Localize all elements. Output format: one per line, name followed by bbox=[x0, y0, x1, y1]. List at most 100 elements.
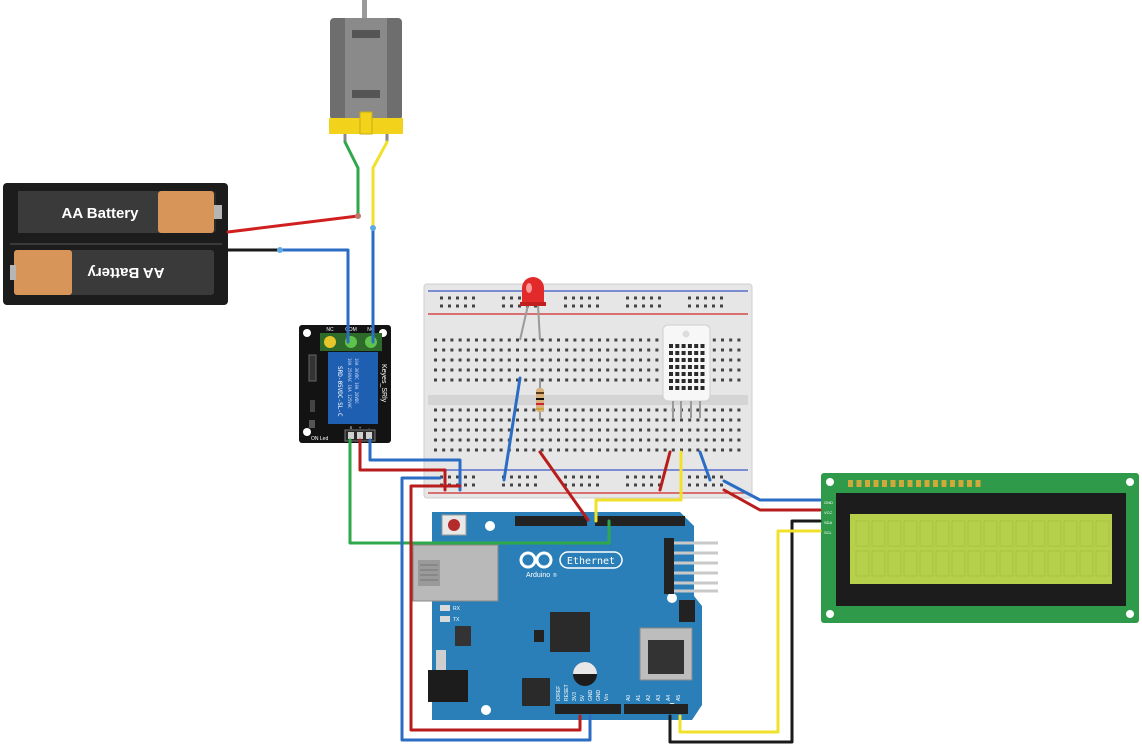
breadboard-hole bbox=[655, 438, 659, 442]
breadboard-hole bbox=[647, 408, 651, 412]
svg-text:RESET: RESET bbox=[564, 684, 570, 701]
breadboard-hole bbox=[440, 304, 443, 308]
breadboard-hole bbox=[548, 368, 552, 372]
breadboard-hole bbox=[688, 428, 692, 432]
breadboard-hole bbox=[712, 348, 716, 352]
breadboard-hole bbox=[507, 338, 511, 342]
breadboard-hole bbox=[680, 428, 683, 432]
breadboard-hole bbox=[647, 348, 651, 352]
wire-battery-relay-blue bbox=[278, 248, 350, 344]
breadboard-hole bbox=[540, 378, 544, 382]
breadboard-hole bbox=[472, 304, 475, 308]
breadboard-hole bbox=[557, 338, 560, 342]
breadboard-hole bbox=[581, 338, 585, 342]
breadboard-hole bbox=[729, 448, 733, 452]
breadboard-hole bbox=[499, 338, 503, 342]
breadboard-hole bbox=[663, 408, 667, 412]
breadboard-hole bbox=[499, 438, 503, 442]
breadboard-hole bbox=[588, 296, 591, 300]
breadboard-hole bbox=[721, 438, 724, 442]
breadboard-hole bbox=[557, 368, 560, 372]
breadboard-hole bbox=[589, 448, 593, 452]
lcd-cell bbox=[1079, 550, 1094, 577]
breadboard-hole bbox=[450, 428, 454, 432]
breadboard-hole bbox=[442, 418, 446, 422]
breadboard-hole bbox=[663, 418, 667, 422]
breadboard-hole bbox=[658, 296, 661, 300]
breadboard-hole bbox=[466, 368, 470, 372]
breadboard-hole bbox=[688, 483, 691, 487]
breadboard-hole bbox=[658, 483, 661, 487]
breadboard-hole bbox=[507, 428, 511, 432]
dht-vent-slot bbox=[687, 372, 692, 376]
breadboard-hole bbox=[639, 408, 642, 412]
breadboard-hole bbox=[630, 378, 634, 382]
breadboard-hole bbox=[614, 378, 618, 382]
breadboard-hole bbox=[464, 483, 467, 487]
dht-vent-slot bbox=[700, 365, 705, 369]
breadboard-hole bbox=[466, 408, 470, 412]
breadboard-hole bbox=[581, 418, 585, 422]
svg-text:A2: A2 bbox=[646, 695, 652, 701]
breadboard-hole bbox=[565, 418, 569, 422]
breadboard-hole bbox=[647, 438, 651, 442]
breadboard-hole bbox=[475, 418, 478, 422]
breadboard-hole bbox=[639, 418, 642, 422]
breadboard-hole bbox=[573, 448, 577, 452]
junction-dot bbox=[370, 225, 376, 231]
breadboard-hole bbox=[606, 408, 610, 412]
breadboard-hole bbox=[729, 368, 733, 372]
breadboard-hole bbox=[450, 348, 454, 352]
breadboard-hole bbox=[466, 418, 470, 422]
breadboard-hole bbox=[540, 428, 544, 432]
breadboard-hole bbox=[448, 304, 451, 308]
breadboard-hole bbox=[671, 428, 675, 432]
wire-lcd-vcc-red bbox=[722, 488, 822, 512]
breadboard-hole bbox=[650, 475, 653, 479]
breadboard-hole bbox=[491, 428, 495, 432]
breadboard-hole bbox=[540, 348, 544, 352]
svg-text:Vin: Vin bbox=[604, 694, 610, 701]
breadboard-hole bbox=[491, 378, 495, 382]
breadboard-hole bbox=[475, 408, 478, 412]
breadboard-hole bbox=[622, 448, 626, 452]
breadboard-hole bbox=[737, 448, 741, 452]
breadboard-hole bbox=[650, 304, 653, 308]
breadboard-hole bbox=[581, 438, 585, 442]
breadboard-hole bbox=[588, 304, 591, 308]
rx-label: RX bbox=[453, 606, 461, 612]
relay-pin-minus: - bbox=[368, 425, 370, 430]
dht-vent-slot bbox=[681, 344, 686, 348]
breadboard-hole bbox=[491, 368, 495, 372]
relay-ratings-2: 10A 30VDC 10A 28VDC bbox=[354, 358, 359, 404]
breadboard-hole bbox=[614, 368, 618, 372]
breadboard-hole bbox=[518, 475, 521, 479]
dht-vent-slot bbox=[681, 351, 686, 355]
breadboard-hole bbox=[483, 348, 487, 352]
breadboard-hole bbox=[434, 418, 437, 422]
breadboard-hole bbox=[729, 338, 733, 342]
breadboard-hole bbox=[650, 296, 653, 300]
breadboard-hole bbox=[655, 348, 659, 352]
breadboard-hole bbox=[532, 348, 536, 352]
breadboard-hole bbox=[598, 338, 601, 342]
breadboard-hole bbox=[671, 438, 675, 442]
breadboard-hole bbox=[573, 428, 577, 432]
breadboard-hole bbox=[450, 418, 454, 422]
breadboard-hole bbox=[557, 438, 560, 442]
breadboard-hole bbox=[516, 408, 519, 412]
breadboard-hole bbox=[532, 438, 536, 442]
breadboard-hole bbox=[647, 418, 651, 422]
dht-vent-slot bbox=[694, 344, 699, 348]
breadboard-hole bbox=[721, 428, 724, 432]
breadboard-hole bbox=[440, 475, 443, 479]
wire-rail-red-arduino bbox=[409, 484, 582, 732]
lcd-cell bbox=[951, 520, 966, 547]
breadboard-hole bbox=[630, 358, 634, 362]
lcd-cell bbox=[983, 520, 998, 547]
breadboard-hole bbox=[483, 378, 487, 382]
breadboard-hole bbox=[483, 408, 487, 412]
dht-vent-slot bbox=[669, 365, 673, 369]
breadboard-hole bbox=[622, 438, 626, 442]
breadboard-hole bbox=[655, 448, 659, 452]
